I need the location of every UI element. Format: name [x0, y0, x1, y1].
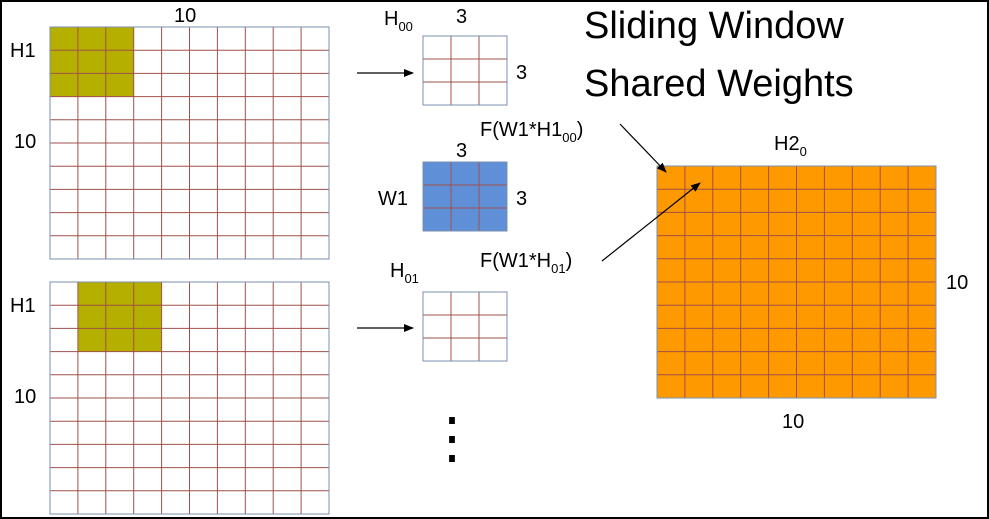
formula-01-prefix: F(W1*H	[480, 250, 551, 272]
grid-frame	[422, 35, 508, 106]
weights-grid	[422, 161, 508, 232]
input-top-name: H1	[10, 40, 36, 62]
grid-frame	[422, 291, 508, 362]
output-name-sub: 0	[800, 144, 807, 159]
continuation-dots: ⋮	[424, 406, 480, 469]
output-grid	[656, 165, 937, 399]
patch-00-name: H00	[384, 8, 413, 34]
formula-01-suffix: )	[566, 250, 573, 272]
patch-grid-00	[422, 35, 508, 106]
patch-01-name-sub: 01	[404, 271, 418, 286]
grid-frame	[422, 161, 508, 232]
formula-00: F(W1*H100)	[480, 119, 583, 145]
output-size-bottom: 10	[782, 411, 804, 433]
title-line-1: Sliding Window	[584, 5, 844, 47]
sliding-window-highlight	[50, 27, 134, 97]
grid-background	[423, 162, 507, 231]
weights-size-top: 3	[456, 140, 467, 162]
formula-00-suffix: )	[577, 119, 584, 141]
grid-background	[423, 36, 507, 105]
patch-01-name-base: H	[390, 260, 404, 282]
patch-00-name-sub: 00	[398, 19, 412, 34]
patch-00-size-top: 3	[456, 6, 467, 28]
input-top-size-top: 10	[174, 5, 196, 27]
output-name: H20	[774, 133, 807, 159]
input-bottom-name: H1	[10, 295, 36, 317]
output-name-base: H2	[774, 133, 800, 155]
patch-00-name-base: H	[384, 8, 398, 30]
input-top-size-side: 10	[14, 131, 36, 153]
arrow-formula-00-to-output	[619, 123, 667, 173]
input-grid-bottom	[49, 281, 330, 515]
patch-00-size-side: 3	[516, 62, 527, 84]
weights-name: W1	[378, 188, 408, 210]
title-line-2: Shared Weights	[584, 63, 854, 105]
grid-frame	[49, 26, 330, 260]
grid-frame	[656, 165, 937, 399]
weights-size-side: 3	[516, 188, 527, 210]
patch-grid-01	[422, 291, 508, 362]
formula-00-prefix: F(W1*H1	[480, 119, 562, 141]
grid-frame	[49, 281, 330, 515]
formula-01-sub: 01	[551, 261, 565, 276]
input-grid-top	[49, 26, 330, 260]
input-bottom-size-side: 10	[14, 386, 36, 408]
patch-01-name: H01	[390, 260, 419, 286]
output-size-side: 10	[946, 272, 968, 294]
sliding-window-highlight	[77, 282, 162, 352]
arrow-formula-01-to-output	[601, 182, 701, 262]
formula-01: F(W1*H01)	[480, 250, 572, 276]
formula-00-sub: 00	[562, 130, 576, 145]
grid-background	[423, 292, 507, 361]
